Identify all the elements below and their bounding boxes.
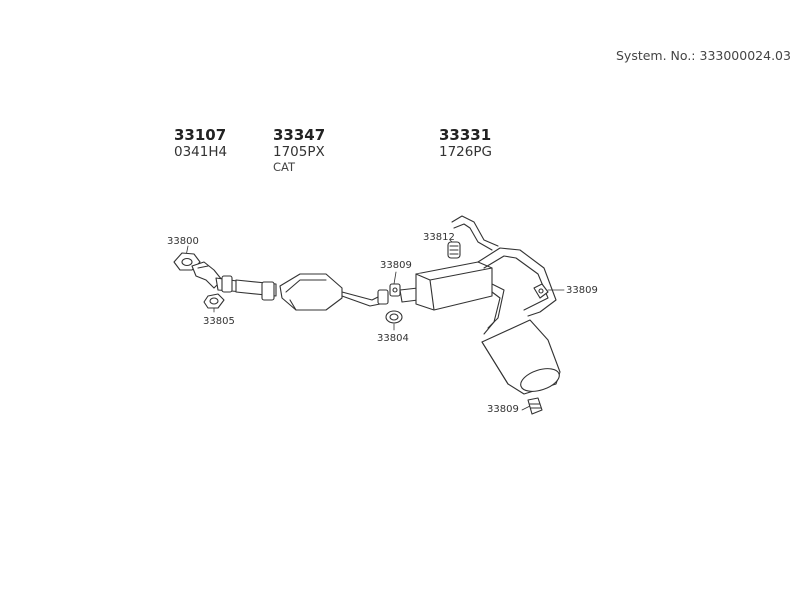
part-number: 33347 [273,126,326,144]
part-number: 33107 [174,126,227,144]
part-code: 0341H4 [174,144,228,160]
front-silencer [399,261,493,311]
part-code: 1705PX [273,144,325,160]
callout-33800: 33800 [167,236,199,247]
callout-33809-right: 33809 [566,285,598,296]
clamp-mid [377,283,401,305]
part-code: 1726PG [439,144,492,160]
rubber-mount-top [447,241,461,259]
rear-silencer [481,319,561,395]
part-label-front-pipe: 33107 0341H4 [174,126,227,160]
part-note: CAT [273,160,296,174]
callout-33809-clamp: 33809 [380,260,412,271]
rear-pipes [451,215,557,335]
gasket-ring-front [203,293,225,309]
leader-lines [185,239,565,411]
callout-33804: 33804 [377,333,409,344]
gasket-ring-mid [385,310,403,324]
callout-33812: 33812 [423,232,455,243]
hanger-right [533,283,549,299]
callout-33809-bottom: 33809 [487,404,519,415]
part-label-silencer: 33331 1726PG [439,126,492,160]
hanger-bottom [527,397,543,415]
part-label-catalyst: 33347 1705PX CAT [273,126,325,174]
front-pipe [191,261,277,301]
catalytic-converter [279,273,381,311]
part-number: 33331 [439,126,492,144]
system-number: System. No.: 333000024.03 [616,48,791,63]
callout-33805: 33805 [203,316,235,327]
